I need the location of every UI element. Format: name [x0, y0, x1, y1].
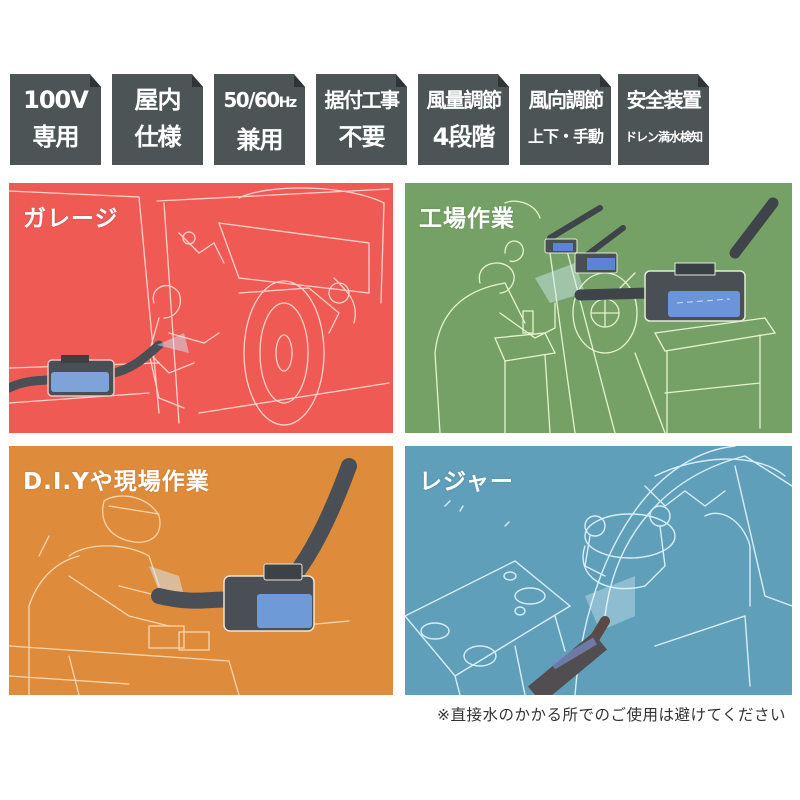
frequency-value: 50/60	[223, 88, 280, 112]
folded-corner	[192, 74, 203, 87]
folded-corner	[698, 74, 709, 87]
badge-line2: 兼用	[236, 126, 284, 154]
folded-corner	[600, 74, 611, 87]
badge-airflow-4-levels: 風量調節 4段階	[418, 74, 509, 165]
motorcycle-garage-illustration	[9, 187, 390, 426]
badge-line2: 4段階	[432, 123, 496, 151]
camping-tent-illustration	[405, 446, 792, 695]
air-conditioner-device	[151, 458, 357, 632]
factory-workbench-illustration	[434, 197, 779, 433]
usage-caution-note: ※直接水のかかる所でのご使用は避けてください	[436, 706, 786, 724]
badge-safety-device: 安全装置 ドレン満水検知	[618, 74, 709, 165]
air-conditioner-device-row	[544, 197, 779, 322]
badge-line1: 100V	[23, 86, 89, 114]
folded-corner	[498, 74, 509, 87]
badge-line2: ドレン満水検知	[624, 130, 703, 144]
badge-line2: 上下・手動	[527, 127, 604, 146]
badge-line2: 仕様	[134, 123, 182, 151]
panel-garage: ガレージ	[9, 183, 393, 433]
badge-line2: 専用	[32, 123, 80, 151]
badge-50-60hz: 50/60Hz 兼用	[214, 74, 305, 165]
badge-line1: 風量調節	[426, 88, 503, 112]
panel-diy: D.I.Yや現場作業	[9, 446, 393, 695]
badge-wind-direction: 風向調節 上下・手動	[520, 74, 611, 165]
badge-indoor: 屋内 仕様	[112, 74, 203, 165]
feature-badges: 100V 専用 屋内 仕様 50/60Hz 兼用 据付工事 不要 風量調節 4段…	[0, 0, 800, 170]
diy-worker-illustration	[9, 458, 357, 695]
badge-line1: 据付工事	[324, 88, 401, 112]
air-conditioner-device	[527, 616, 610, 695]
air-conditioner-device	[9, 333, 189, 397]
panel-leisure: レジャー	[405, 446, 792, 695]
folded-corner	[90, 74, 101, 87]
panel-title: D.I.Yや現場作業	[23, 469, 210, 495]
panel-title: 工場作業	[419, 206, 515, 232]
badge-line1: 50/60Hz	[214, 81, 305, 122]
badge-line1: 屋内	[134, 86, 182, 114]
panel-factory: 工場作業	[405, 183, 792, 433]
badge-100v: 100V 専用	[10, 74, 101, 165]
folded-corner	[396, 74, 407, 87]
folded-corner	[294, 74, 305, 87]
badge-no-installation: 据付工事 不要	[316, 74, 407, 165]
panel-title: レジャー	[419, 469, 514, 495]
panel-title: ガレージ	[23, 206, 119, 232]
badge-line1: 風向調節	[528, 88, 605, 112]
badge-line1: 安全装置	[626, 88, 703, 112]
badge-line2: 不要	[338, 123, 386, 151]
frequency-unit: Hz	[278, 95, 297, 111]
